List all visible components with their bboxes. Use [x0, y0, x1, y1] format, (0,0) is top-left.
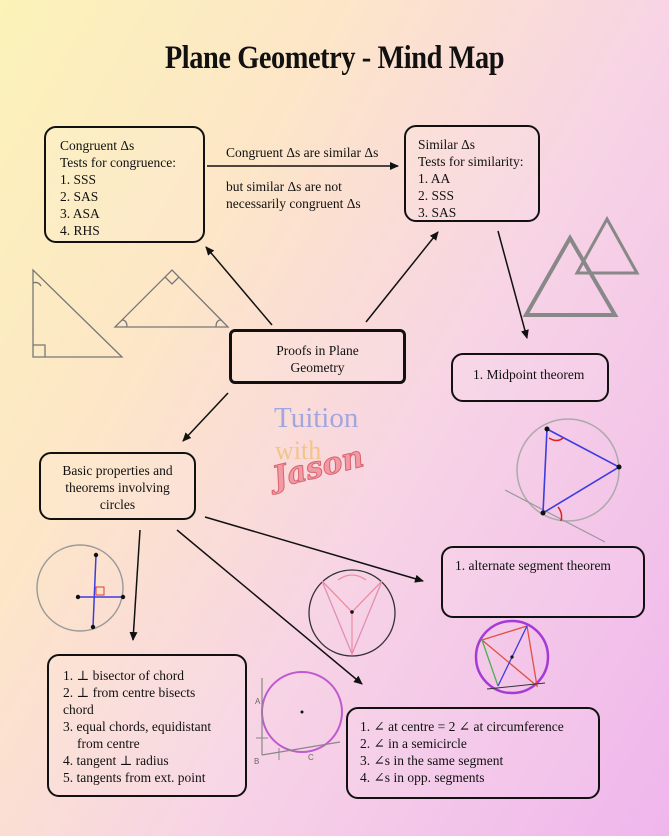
arrow-circles-to-alternate [204, 516, 424, 583]
connector-arrows [129, 162, 529, 685]
link-note-line3: necessarily congruent Δs [226, 196, 361, 211]
similarity-test: 1. AA [418, 171, 451, 186]
midpoint-theorem-box: 1. Midpoint theorem [451, 353, 609, 402]
angle-property: 2. ∠ in a semicircle [360, 736, 467, 751]
angle-properties-box: 1. ∠ at centre = 2 ∠ at circumference 2.… [346, 707, 600, 799]
chord-property: 4. tangent ⊥ radius [63, 753, 169, 768]
chord-property: 1. ⊥ bisector of chord [63, 668, 185, 683]
central-node: Proofs in Plane Geometry [229, 329, 406, 384]
congruent-heading: Congruent Δs [60, 138, 135, 153]
link-note-line2: but similar Δs are not [226, 179, 342, 194]
arrow-similar-to-midpoint [497, 230, 529, 339]
circle-theorems-box: Basic properties and theorems involving … [39, 452, 196, 520]
similar-triangles-figure [522, 215, 640, 317]
circles-line1: Basic properties and [62, 463, 173, 478]
chord-property: 2. ⊥ from centre bisects [63, 685, 196, 700]
chord-property: chord [63, 702, 94, 717]
chord-bisector-figure [36, 544, 126, 632]
similarity-test: 2. SSS [418, 188, 455, 203]
angle-at-centre-figure [308, 569, 396, 657]
circles-line2: theorems involving [65, 480, 170, 495]
page-title: Plane Geometry - Mind Map [164, 40, 505, 76]
arrow-center-to-circles [182, 392, 229, 442]
arrow-circles-to-chords [129, 529, 141, 641]
similar-triangles-box: Similar Δs Tests for similarity: 1. AA 2… [404, 125, 540, 222]
central-node-line2: Geometry [290, 360, 345, 375]
similar-heading: Similar Δs [418, 137, 476, 152]
alternate-segment-box: 1. alternate segment theorem [441, 546, 645, 618]
right-triangle-figure [32, 268, 124, 358]
congruence-test: 2. SAS [60, 189, 99, 204]
isosceles-triangle-figure [113, 269, 230, 328]
arrow-center-to-congruent [205, 246, 273, 326]
label-b: B [254, 757, 259, 766]
angle-property: 4. ∠s in opp. segments [360, 770, 485, 785]
watermark-tuition: Tuition [274, 402, 359, 434]
midpoint-circle-figure [504, 418, 622, 543]
congruent-subheading: Tests for congruence: [60, 155, 177, 170]
congruence-test: 3. ASA [60, 206, 100, 221]
watermark-with: with [275, 436, 322, 465]
circles-line3: circles [99, 497, 136, 512]
chord-property: 3. equal chords, equidistant [63, 719, 212, 734]
tangents-figure: A B C [254, 671, 343, 766]
congruent-triangles-box: Congruent Δs Tests for congruence: 1. SS… [44, 126, 205, 243]
angle-property: 3. ∠s in the same segment [360, 753, 504, 768]
arrow-circles-to-angles [176, 529, 363, 685]
chord-properties-box: 1. ⊥ bisector of chord 2. ⊥ from centre … [47, 654, 247, 797]
similar-subheading: Tests for similarity: [418, 154, 524, 169]
central-node-line1: Proofs in Plane [276, 343, 359, 358]
angle-property: 1. ∠ at centre = 2 ∠ at circumference [360, 719, 564, 734]
link-note-line1: Congruent Δs are similar Δs [226, 145, 379, 160]
congruence-test: 4. RHS [60, 223, 100, 238]
arrow-center-to-similar [365, 231, 439, 323]
chord-property: from centre [77, 736, 140, 751]
alternate-segment-label: 1. alternate segment theorem [455, 558, 611, 573]
midpoint-theorem-label: 1. Midpoint theorem [473, 367, 585, 382]
label-a: A [255, 697, 261, 706]
chord-property: 5. tangents from ext. point [63, 770, 206, 785]
alternate-segment-figure [474, 619, 550, 695]
congruence-test: 1. SSS [60, 172, 97, 187]
similarity-test: 3. SAS [418, 205, 457, 220]
label-c: C [308, 753, 314, 762]
